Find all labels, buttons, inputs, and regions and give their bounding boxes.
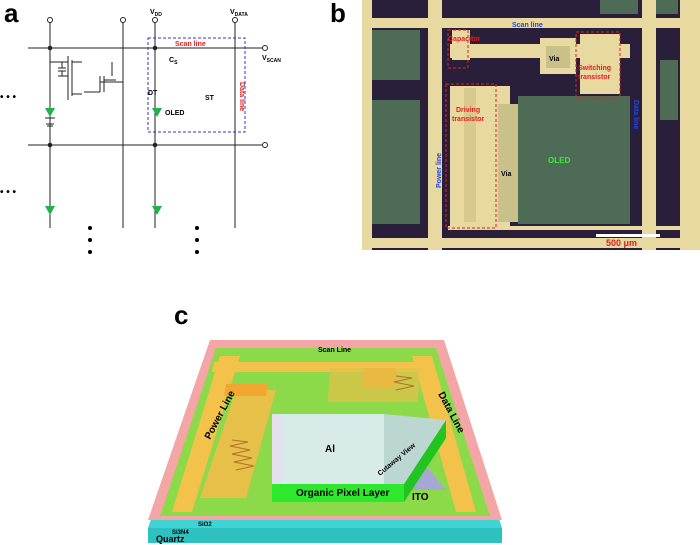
b-data-line-label: Data line	[632, 100, 639, 129]
panel-a-letter: a	[4, 0, 19, 28]
c-al-label: Al	[325, 444, 335, 455]
b-via-top-label: Via	[549, 56, 559, 63]
b-scale-bar-label: 500 μm	[606, 238, 637, 248]
ellipsis-row1: • • •	[0, 92, 17, 103]
b-via-mid-label: Via	[501, 171, 511, 178]
vscan-label: VSCAN	[262, 55, 281, 64]
b-capacitor-label: Capacitor	[448, 36, 481, 43]
st-label: ST	[205, 95, 215, 102]
c-si3n4-label: Si3N4	[172, 530, 189, 536]
led-diodes	[45, 108, 162, 215]
vdd-label: VDD	[150, 9, 162, 18]
cs-label: CS	[169, 57, 178, 66]
panel-c-stack	[148, 340, 502, 543]
oled-label: OLED	[165, 110, 184, 117]
panel-b-micrograph	[362, 0, 700, 250]
panel-b-letter: b	[330, 0, 346, 28]
panel-c-letter: c	[174, 300, 189, 330]
b-scan-line-label: Scan line	[512, 22, 543, 29]
c-sio2-label: SiO2	[198, 522, 212, 528]
vertical-ellipsis	[88, 226, 199, 254]
b-switching-label-1: Switching	[578, 65, 611, 72]
b-switching-label-2: transistor	[578, 74, 611, 81]
panel-a-circuit	[28, 17, 268, 228]
b-driving-label-2: transistor	[452, 116, 485, 123]
vdata-label: VDATA	[230, 9, 248, 18]
c-organic-label: Organic Pixel Layer	[296, 488, 389, 499]
b-driving-label-1: Driving	[456, 107, 480, 114]
c-ito-label: ITO	[412, 492, 429, 503]
highlight-pixel-box	[147, 37, 246, 133]
b-oled-label: OLED	[548, 156, 570, 165]
dt-label: DT	[148, 90, 158, 97]
data-line-label: Data line	[238, 82, 245, 111]
ellipsis-row2: • • •	[0, 187, 17, 198]
pixel-cell	[45, 56, 123, 127]
scan-line-label: Scan line	[175, 41, 206, 48]
c-quartz-label: Quartz	[156, 534, 185, 544]
b-power-line-label: Power line	[436, 153, 443, 188]
c-scan-line-label: Scan Line	[318, 347, 351, 354]
